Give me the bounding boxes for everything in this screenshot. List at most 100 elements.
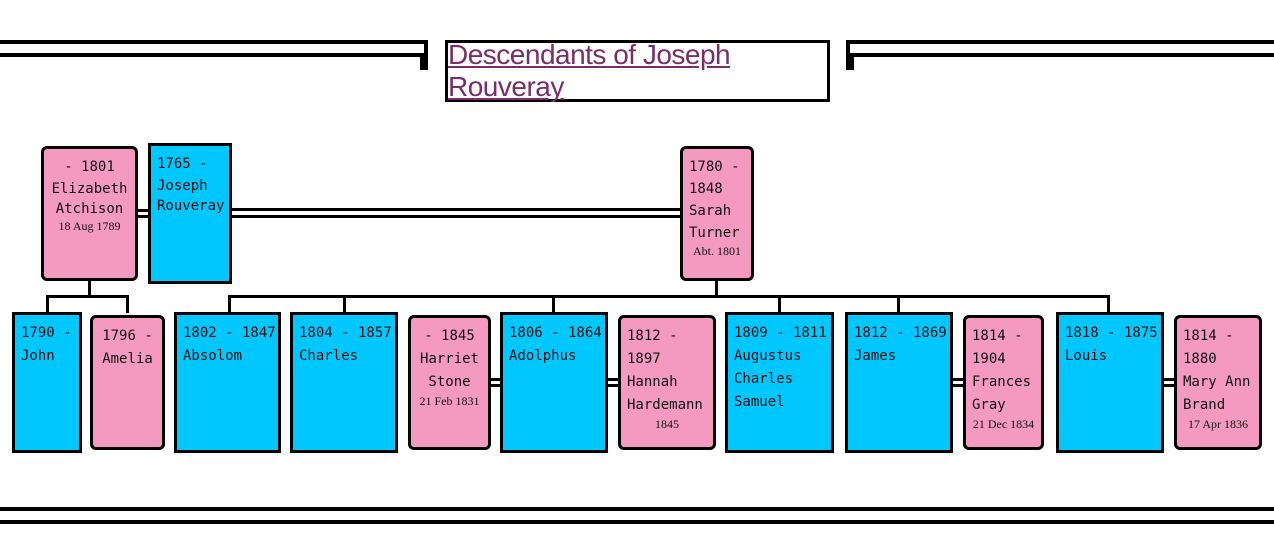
person-box-absolom[interactable]: 1802 - 1847 Absolom xyxy=(174,312,281,453)
chart-title-box: Descendants of Joseph Rouveray xyxy=(445,39,830,102)
person-dates: 1848 xyxy=(689,181,723,197)
person-name: Amelia xyxy=(102,351,153,367)
person-name: Turner xyxy=(689,225,740,241)
person-box-joseph-rouveray[interactable]: 1765 - Joseph Rouveray xyxy=(148,143,232,284)
family2-drop xyxy=(715,279,718,297)
person-box-james[interactable]: 1812 - 1869 James xyxy=(845,312,953,453)
spouse-line-charles-harriet xyxy=(488,378,501,381)
person-name: Atchison xyxy=(55,201,124,217)
spouse-line-james-frances-2 xyxy=(951,384,965,387)
person-name: Rouveray xyxy=(157,198,225,214)
family1-sibling-line xyxy=(46,295,129,298)
person-dates: 1802 - 1847 xyxy=(183,325,276,341)
person-name: Elizabeth xyxy=(51,181,128,197)
person-name: Hannah xyxy=(627,374,678,390)
spouse-line-louis-maryann xyxy=(1162,378,1176,381)
person-dates: 1806 - 1864 xyxy=(509,325,602,341)
top-border-right-hook xyxy=(846,40,850,70)
family2-child-drop-absolom xyxy=(228,295,231,313)
top-border-right-hook-foot xyxy=(846,66,854,70)
top-border-left-outer xyxy=(0,40,428,44)
person-box-elizabeth-atchison[interactable]: - 1801 Elizabeth Atchison 18 Aug 1789 xyxy=(41,146,138,281)
person-name: John xyxy=(21,348,55,364)
person-box-harriet-stone[interactable]: - 1845 Harriet Stone 21 Feb 1831 xyxy=(408,315,491,450)
family2-child-drop-james xyxy=(897,295,900,313)
person-name: Frances xyxy=(972,374,1032,390)
chart-title: Descendants of Joseph Rouveray xyxy=(448,39,731,102)
spouse-line-james-frances xyxy=(951,378,965,381)
person-dates: 1818 - 1875 xyxy=(1065,325,1158,341)
top-border-left-hook-foot xyxy=(420,66,428,70)
person-dates: 1780 - xyxy=(689,159,740,175)
top-border-right-hook-inner xyxy=(850,53,854,70)
marriage-line-joseph-sarah xyxy=(230,208,682,211)
person-box-louis[interactable]: 1818 - 1875 Louis xyxy=(1056,312,1164,453)
person-dates: 1804 - 1857 xyxy=(299,325,392,341)
person-name: Sarah xyxy=(689,203,732,219)
person-box-mary-ann-brand[interactable]: 1814 - 1880 Mary Ann Brand 17 Apr 1836 xyxy=(1174,315,1262,450)
top-border-left-inner xyxy=(0,53,420,57)
person-dates: 1880 xyxy=(1183,351,1217,367)
marriage-line-elizabeth-joseph-2 xyxy=(136,215,150,218)
top-border-left-hook-inner xyxy=(420,53,424,70)
family2-child-drop-adolphus xyxy=(552,295,555,313)
person-name: Louis xyxy=(1065,348,1108,364)
person-dates: 1904 xyxy=(972,351,1006,367)
marriage-date: 1845 xyxy=(655,417,679,431)
person-name: Adolphus xyxy=(509,348,577,364)
person-dates: 1897 xyxy=(627,351,661,367)
person-name: Absolom xyxy=(183,348,243,364)
person-name: Charles xyxy=(299,348,359,364)
spouse-line-louis-maryann-2 xyxy=(1162,384,1176,387)
person-dates: 1812 - 1869 xyxy=(854,325,947,341)
person-box-amelia[interactable]: 1796 - Amelia xyxy=(90,315,165,450)
person-dates: 1796 - xyxy=(102,328,153,344)
person-box-hannah-hardemann[interactable]: 1812 - 1897 Hannah Hardemann 1845 xyxy=(618,315,716,450)
person-box-john[interactable]: 1790 - John xyxy=(12,312,82,453)
spouse-line-charles-harriet-2 xyxy=(488,384,501,387)
marriage-date: 21 Dec 1834 xyxy=(972,417,1035,431)
person-name: Stone xyxy=(428,374,471,390)
person-dates: 1812 - xyxy=(627,328,678,344)
spouse-line-adolphus-hannah xyxy=(606,378,620,381)
person-name: Mary Ann xyxy=(1183,374,1251,390)
person-box-frances-gray[interactable]: 1814 - 1904 Frances Gray 21 Dec 1834 xyxy=(963,315,1044,450)
person-box-charles[interactable]: 1804 - 1857 Charles xyxy=(290,312,398,453)
marriage-date: Abt. 1801 xyxy=(693,244,741,258)
person-name: Charles xyxy=(734,371,794,387)
person-dates: 1809 - 1811 xyxy=(734,325,827,341)
family2-child-drop-augustus xyxy=(778,295,781,313)
person-dates: 1790 - xyxy=(21,325,72,341)
family1-child-drop-2 xyxy=(126,295,129,313)
person-name: Harriet xyxy=(419,351,479,367)
person-box-adolphus[interactable]: 1806 - 1864 Adolphus xyxy=(500,312,608,453)
person-dates: 1814 - xyxy=(972,328,1023,344)
person-name: Hardemann xyxy=(627,397,703,413)
person-name: Brand xyxy=(1183,397,1226,413)
person-name: Augustus xyxy=(734,348,802,364)
marriage-date: 18 Aug 1789 xyxy=(58,219,121,233)
marriage-date: 17 Apr 1836 xyxy=(1188,417,1248,431)
bottom-border-inner xyxy=(0,520,1274,524)
person-name: Gray xyxy=(972,397,1006,413)
marriage-date: 21 Feb 1831 xyxy=(419,394,480,408)
marriage-line-joseph-sarah-2 xyxy=(230,215,682,218)
person-dates: 1814 - xyxy=(1183,328,1234,344)
person-dates: - 1801 xyxy=(64,159,115,175)
bottom-border-outer xyxy=(0,507,1274,511)
top-border-right-outer xyxy=(846,40,1274,44)
top-border-left-hook xyxy=(424,40,428,70)
family2-child-drop-charles xyxy=(343,295,346,313)
person-dates: - 1845 xyxy=(424,328,475,344)
family1-drop xyxy=(88,279,91,297)
person-box-sarah-turner[interactable]: 1780 - 1848 Sarah Turner Abt. 1801 xyxy=(680,146,754,281)
top-border-right-inner xyxy=(854,53,1274,57)
spouse-line-adolphus-hannah-2 xyxy=(606,384,620,387)
family2-child-drop-louis xyxy=(1107,295,1110,313)
family2-sibling-line xyxy=(228,295,1110,298)
person-dates: 1765 - xyxy=(157,156,208,172)
person-name: James xyxy=(854,348,897,364)
marriage-line-elizabeth-joseph xyxy=(136,209,150,212)
person-box-augustus-charles-samuel[interactable]: 1809 - 1811 Augustus Charles Samuel xyxy=(725,312,834,453)
person-name: Samuel xyxy=(734,394,785,410)
